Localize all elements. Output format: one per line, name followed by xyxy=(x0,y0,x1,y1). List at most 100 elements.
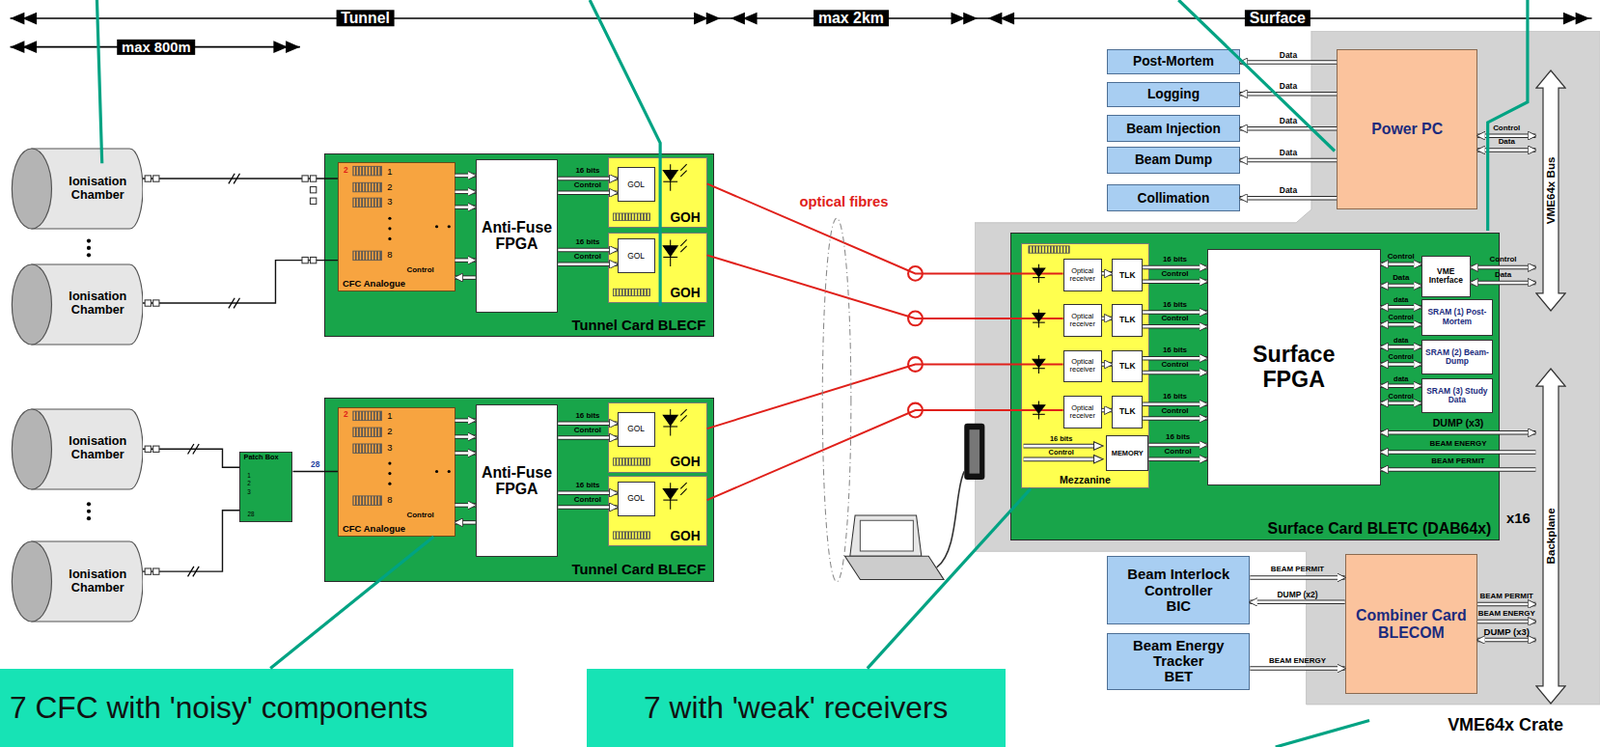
signal-label: Control xyxy=(1387,252,1415,262)
node-text: MEMORY xyxy=(1111,449,1144,458)
arrow-outline xyxy=(557,262,617,268)
arrow-body xyxy=(455,418,476,422)
process-box: Anti-Fuse FPGA xyxy=(475,404,559,558)
arrow-body xyxy=(1249,666,1345,670)
annotation-label: Control xyxy=(1048,448,1075,457)
signal-label: DUMP (x3) xyxy=(1433,418,1485,431)
annotation-label: 2 xyxy=(247,480,251,488)
signal-label: Control xyxy=(1160,315,1188,325)
data-arrow xyxy=(455,174,476,176)
arrow-body xyxy=(1380,305,1422,309)
signal-label: Control xyxy=(1492,124,1520,134)
node-text: GOH xyxy=(669,210,700,225)
annotation-label: 8 xyxy=(386,495,392,505)
data-arrow xyxy=(557,263,617,265)
arrow-outline xyxy=(455,502,476,508)
arrow-body xyxy=(1470,266,1537,270)
node-text: VME Interface xyxy=(1424,267,1468,286)
node-text: CFC Analogue xyxy=(342,278,406,289)
arrow-outline xyxy=(1148,457,1207,463)
dimension-line xyxy=(10,17,1593,20)
arrow-body xyxy=(1380,431,1537,435)
arrow-outline xyxy=(1240,59,1337,65)
data-arrow xyxy=(1380,324,1422,326)
arrow-outline xyxy=(455,257,476,263)
leader-line xyxy=(96,0,1527,747)
arrow-outline xyxy=(1380,322,1422,328)
data-arrow xyxy=(455,504,476,506)
arrow-body xyxy=(1380,468,1537,471)
data-arrow xyxy=(1142,403,1208,405)
arrow-body xyxy=(1142,416,1208,420)
signal-label: 16 bits xyxy=(1162,346,1187,356)
arrow-outline xyxy=(455,190,476,195)
data-arrow xyxy=(1102,317,1113,319)
node-text: Beam Interlock Controller xyxy=(1109,566,1247,599)
process-box: VME Interface xyxy=(1421,255,1471,297)
data-arrow xyxy=(1240,128,1337,130)
data-arrow xyxy=(1142,371,1208,373)
arrow-body xyxy=(1142,280,1208,284)
card-box: CFC AnalogueAnti-Fuse FPGAGOLGOHGOLGOHTu… xyxy=(324,397,715,581)
connector-strip xyxy=(353,165,1070,539)
node-text: TLK xyxy=(1119,315,1135,325)
data-arrow xyxy=(1148,444,1207,446)
signal-label: Data xyxy=(1279,50,1297,59)
signal-label: Data xyxy=(1498,138,1516,148)
process-box: GOL xyxy=(617,166,656,202)
callout-box: 7 with 'weak' receivers xyxy=(586,668,1006,747)
node-text: Optical receiver xyxy=(1066,267,1100,283)
arrow-outline xyxy=(1470,280,1537,286)
node-text: CFC Analogue xyxy=(342,524,406,534)
node-text: Backplane xyxy=(1544,507,1558,564)
signal-label: Data xyxy=(1392,274,1409,283)
process-box: GOL xyxy=(617,238,656,274)
node-text: Anti-Fuse FPGA xyxy=(478,219,556,253)
signal-label: Control xyxy=(1160,270,1188,279)
fibre-connector xyxy=(908,266,923,417)
node-text: Logging xyxy=(1147,86,1200,102)
signal-label: Control xyxy=(574,181,602,191)
data-arrow xyxy=(1380,285,1422,287)
node-text: GOH xyxy=(669,528,700,544)
arrow-outline xyxy=(1380,304,1422,310)
photodiode-symbol xyxy=(662,164,1045,509)
annotation-label: x16 xyxy=(1506,510,1531,526)
node-text: SRAM (3) Study Data xyxy=(1424,386,1490,406)
memory-port-arrow xyxy=(1023,441,1104,464)
arrow-body xyxy=(1249,576,1345,580)
data-arrow xyxy=(1380,468,1537,470)
signal-label: 16 bits xyxy=(1162,255,1187,265)
data-arrow xyxy=(455,419,476,421)
signal-label: BEAM ENERGY xyxy=(1429,441,1487,450)
arrow-body xyxy=(455,174,476,178)
data-arrow xyxy=(1148,458,1207,460)
arrow-outline xyxy=(1380,400,1422,406)
node-text: GOL xyxy=(627,251,645,261)
arrow-body xyxy=(557,422,617,426)
arrow-outline xyxy=(1148,442,1207,448)
annotation-label: 28 xyxy=(248,510,255,518)
process-box: Surface FPGA xyxy=(1207,248,1381,486)
connector-path xyxy=(142,510,240,572)
node-text: SRAM (2) Beam-Dump xyxy=(1424,348,1490,367)
node-text: Optical receiver xyxy=(1066,312,1100,329)
connector-path xyxy=(707,363,1064,429)
arrow-body xyxy=(1148,458,1207,462)
callout-box: 7 CFC with 'noisy' components xyxy=(0,668,514,747)
arrow-body xyxy=(1380,345,1422,349)
system-box: Beam Energy TrackerBET xyxy=(1106,633,1250,690)
data-arrow xyxy=(455,276,476,278)
arrow-body xyxy=(557,177,617,181)
arrow-body xyxy=(455,521,476,525)
signal-label: Control xyxy=(407,267,435,276)
arrow-outline xyxy=(1142,415,1208,421)
data-arrow xyxy=(1142,311,1208,313)
data-arrow xyxy=(455,452,476,454)
arrow-body xyxy=(1142,310,1208,314)
arrow-outline xyxy=(1142,370,1208,376)
arrow-outline xyxy=(1142,401,1208,407)
data-arrow xyxy=(1142,267,1208,269)
node-text: Surface Card BLETC (DAB64x) xyxy=(1268,520,1492,537)
